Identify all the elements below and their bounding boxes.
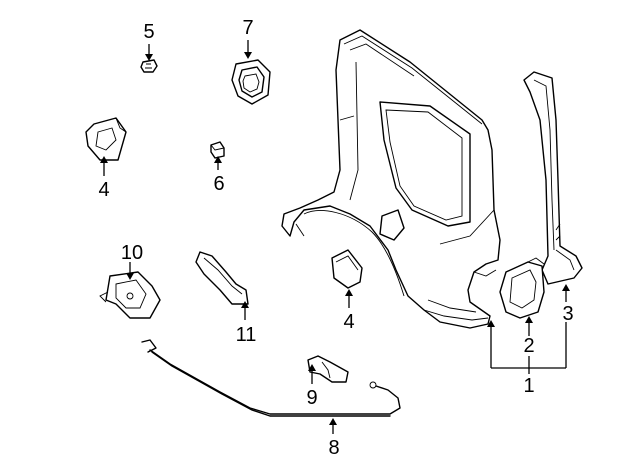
callout-8: 8: [328, 437, 339, 459]
part-5-clip: [140, 59, 158, 73]
callout-11: 11: [236, 324, 257, 346]
part-7-filler-housing: [231, 59, 271, 105]
callout-10: 10: [121, 242, 143, 264]
part-2-lower-panel: [499, 257, 545, 319]
callout-9: 9: [306, 387, 317, 409]
part-8-release-cable: [141, 339, 401, 417]
part-9-release-handle: [307, 355, 349, 383]
part-11-arch-liner: [195, 251, 249, 305]
callout-6: 6: [213, 173, 224, 195]
leader-lines: [100, 40, 570, 434]
callout-4-upper: 4: [98, 179, 109, 201]
callout-3: 3: [562, 303, 573, 325]
callout-1: 1: [523, 375, 534, 397]
callout-4-lower: 4: [343, 311, 354, 333]
part-10-latch: [99, 271, 161, 319]
callout-5: 5: [143, 21, 154, 43]
callout-labels: 5 7 4 6 10 11 4 9 8 2 3 1: [98, 17, 573, 459]
part-4-bracket-upper: [85, 117, 127, 161]
part-3-pillar: [523, 71, 583, 285]
callout-7: 7: [242, 17, 253, 39]
callout-2: 2: [523, 335, 534, 357]
part-4-fuel-door: [331, 249, 363, 289]
part-quarter-panel: [281, 29, 501, 329]
part-6-plug: [210, 141, 225, 159]
